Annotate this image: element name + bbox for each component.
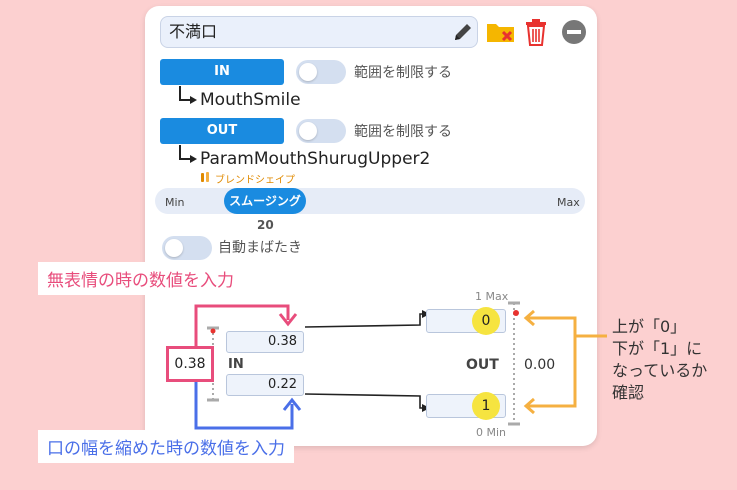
in-axis-label: IN (228, 357, 244, 372)
note-line: 上が「0」 (612, 317, 687, 336)
out-param-arrow (179, 145, 194, 160)
in-marker (210, 328, 216, 334)
auto-blink-toggle[interactable] (162, 236, 212, 260)
in-tag-button[interactable]: IN (160, 59, 284, 85)
blue-guide-line (194, 382, 294, 430)
pink-guide-line (194, 304, 290, 352)
note-line: 確認 (612, 383, 645, 402)
folder-delete-icon[interactable] (486, 19, 516, 45)
trash-icon[interactable] (524, 18, 548, 46)
in-param-name[interactable]: MouthSmile (200, 90, 301, 110)
pencil-icon[interactable] (452, 21, 474, 43)
upper-mapping-line (304, 313, 427, 328)
out-axis-label: OUT (466, 357, 499, 373)
out-param-arrowhead (190, 155, 197, 163)
in-limit-label: 範囲を制限する (354, 65, 452, 81)
in-limit-toggle[interactable] (296, 60, 346, 84)
orange-guide-upper (528, 316, 607, 338)
out-limit-toggle[interactable] (296, 119, 346, 143)
lower-mapping-line (304, 393, 427, 409)
out-param-name[interactable]: ParamMouthShurugUpper2 (200, 149, 431, 169)
blend-shape-icon (201, 172, 209, 182)
out-min-label: 0 Min (476, 426, 507, 439)
pink-annotation: 無表情の時の数値を入力 (38, 262, 243, 295)
orange-guide-lower (528, 336, 577, 408)
orange-guide-upper-arrow (523, 309, 535, 327)
note-line: 下が「1」に (612, 339, 703, 358)
name-input[interactable]: 不満口 (160, 16, 478, 48)
in-current-value: 0.38 (166, 346, 214, 382)
pink-guide-arrow (278, 313, 298, 327)
out-current-value: 0.00 (524, 357, 556, 373)
out-lower-value: 1 (472, 392, 500, 420)
orange-guide-lower-arrow (523, 397, 535, 415)
smoothing-value: 20 (257, 218, 274, 232)
smoothing-max-label: Max (557, 196, 580, 209)
in-param-arrowhead (190, 96, 197, 104)
out-max-label: 1 Max (475, 290, 509, 303)
in-param-arrow (179, 86, 194, 101)
blue-annotation: 口の幅を縮めた時の数値を入力 (38, 430, 294, 463)
remove-icon[interactable] (561, 19, 587, 45)
blue-guide-arrow (282, 397, 302, 411)
confirm-note: 上が「0」 下が「1」に なっているか 確認 (612, 316, 707, 404)
in-axis-ends (207, 326, 219, 402)
out-axis-ends (508, 301, 520, 426)
smoothing-slider-thumb[interactable]: スムージング (224, 188, 306, 214)
out-tag-button[interactable]: OUT (160, 118, 284, 144)
out-upper-value: 0 (472, 307, 500, 335)
auto-blink-label: 自動まばたき (218, 240, 302, 256)
out-limit-label: 範囲を制限する (354, 124, 452, 140)
note-line: なっているか (612, 361, 708, 380)
in-upper-value-field[interactable]: 0.38 (226, 331, 304, 353)
blend-shape-label: ブレンドシェイプ (215, 175, 295, 186)
smoothing-min-label: Min (165, 196, 185, 209)
out-marker (513, 310, 519, 316)
in-lower-value-field[interactable]: 0.22 (226, 374, 304, 396)
